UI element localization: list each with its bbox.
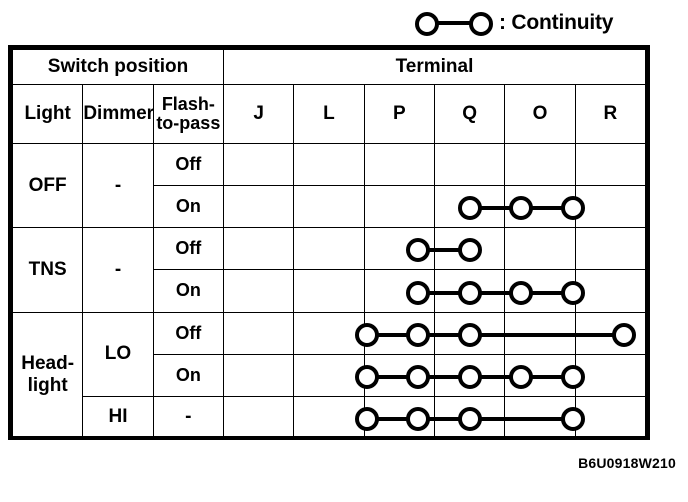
flash-to-pass-cell: Off [152,227,224,271]
header-terminal-R: R [574,84,647,144]
terminal-cell-Q-row7 [433,395,506,439]
continuity-node-right [469,12,493,36]
flash-to-pass-cell: Off [152,311,224,355]
terminal-cell-O-row6 [504,353,576,397]
header-flash-line1: Flash- [161,93,215,114]
flash-to-pass-cell: - [152,395,224,439]
flash-to-pass-cell: On [152,269,224,313]
terminal-cell-R-row2 [574,185,647,229]
header-terminal-J: J [222,84,295,144]
terminal-cell-O-row3 [504,227,576,271]
terminal-cell-L-row5 [293,311,365,355]
terminal-cell-O-row2 [504,185,576,229]
dimmer-cell: - [82,227,154,313]
terminal-cell-R-row4 [574,269,647,313]
terminal-cell-J-row1 [222,142,295,187]
terminal-cell-P-row2 [363,185,435,229]
terminal-cell-O-row5 [504,311,576,355]
terminal-cell-P-row7 [363,395,435,439]
terminal-cell-J-row2 [222,185,295,229]
header-terminal: Terminal [222,49,647,85]
table-row: HI- [13,395,647,439]
terminal-cell-Q-row6 [433,353,506,397]
header-terminal-L: L [293,84,365,144]
header-flash-to-pass: Flash-to-pass [152,84,224,144]
header-switch-position: Switch position [12,49,224,85]
terminal-cell-J-row6 [222,353,295,397]
dimmer-cell: HI [82,395,154,439]
header-terminal-O: O [504,84,576,144]
terminal-cell-O-row1 [504,142,576,187]
terminal-cell-P-row5 [363,311,435,355]
flash-to-pass-cell: On [152,353,224,397]
terminal-cell-J-row7 [222,395,295,439]
terminal-cell-R-row3 [574,227,647,271]
terminal-cell-J-row3 [222,227,295,271]
light-cell: TNS [11,227,84,313]
terminal-cell-L-row4 [293,269,365,313]
header-dimmer: Dimmer [82,84,154,144]
table-row: On [13,269,647,313]
dimmer-cell: - [82,142,154,229]
terminal-cell-J-row4 [222,269,295,313]
terminal-cell-L-row1 [293,142,365,187]
light-label-line2: light [27,375,68,397]
header-terminal-P: P [363,84,435,144]
terminal-cell-Q-row1 [433,142,506,187]
continuity-legend-label: : Continuity [499,11,614,34]
terminal-cell-P-row3 [363,227,435,271]
terminal-cell-O-row4 [504,269,576,313]
terminal-cell-L-row7 [293,395,365,439]
terminal-cell-P-row6 [363,353,435,397]
continuity-legend: : Continuity [415,6,613,40]
terminal-cell-P-row4 [363,269,435,313]
terminal-cell-P-row1 [363,142,435,187]
figure-code: B6U0918W210 [578,455,676,471]
terminal-cell-J-row5 [222,311,295,355]
table-row: TNS-Off [11,227,647,313]
light-label-line1: Head- [21,353,75,375]
light-cell: Head-light [11,311,84,439]
dimmer-cell: LO [82,311,154,397]
terminal-cell-R-row7 [574,395,647,439]
continuity-link-line [429,21,479,25]
terminal-cell-O-row7 [504,395,576,439]
terminal-cell-L-row2 [293,185,365,229]
continuity-symbol [415,10,493,36]
table-row: OFF-Off [11,142,647,229]
table-row: On [13,185,647,229]
terminal-cell-L-row6 [293,353,365,397]
flash-to-pass-cell: On [152,185,224,229]
header-light: Light [11,84,84,144]
light-cell: OFF [11,142,84,229]
header-terminal-Q: Q [433,84,506,144]
terminal-cell-Q-row5 [433,311,506,355]
table-row: On [13,353,647,397]
terminal-cell-R-row1 [574,142,647,187]
continuity-node-left [415,12,439,36]
terminal-cell-L-row3 [293,227,365,271]
header-flash-line2: to-pass [156,113,221,133]
terminal-cell-Q-row4 [433,269,506,313]
flash-to-pass-cell: Off [152,142,224,187]
terminal-cell-Q-row2 [433,185,506,229]
terminal-cell-R-row5 [574,311,647,355]
terminal-cell-Q-row3 [433,227,506,271]
terminal-cell-R-row6 [574,353,647,397]
